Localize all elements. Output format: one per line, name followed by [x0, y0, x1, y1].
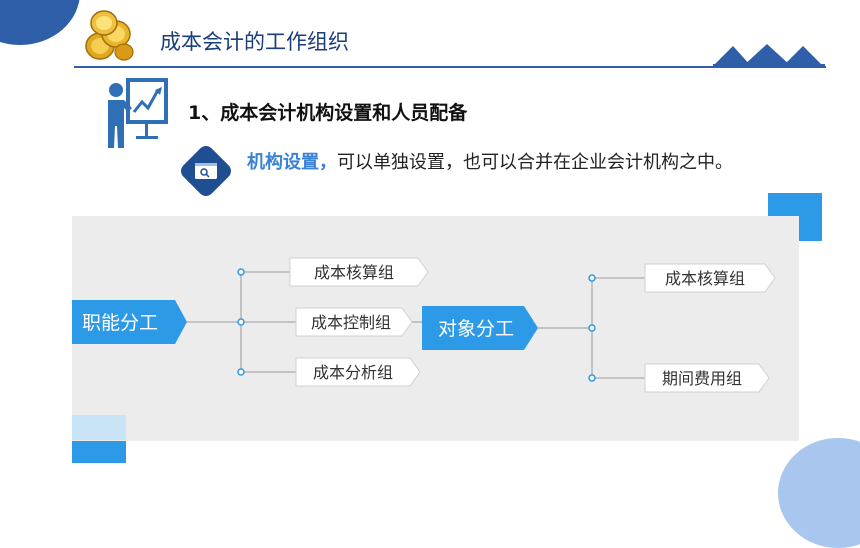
second-child-label-1: 成本核算组	[665, 269, 745, 288]
section-heading: 1、成本会计机构设置和人员配备	[188, 102, 468, 124]
child-node-label-2: 成本控制组	[311, 313, 391, 332]
child-node-label-1: 成本核算组	[314, 263, 394, 282]
child-node-label-3: 成本分析组	[313, 363, 393, 382]
description-rest: 可以单独设置，也可以合并在企业会计机构之中。	[337, 152, 733, 173]
description-highlight: 机构设置，	[247, 152, 337, 173]
gold-coins-icon	[85, 10, 134, 61]
child-node-shape-2	[295, 307, 413, 337]
second-child-shape-1	[644, 263, 776, 293]
header-divider	[74, 66, 826, 68]
description-text: 机构设置，可以单独设置，也可以合并在企业会计机构之中。	[247, 148, 733, 174]
page-title: 成本会计的工作组织	[160, 30, 349, 54]
decor-square-left-blue	[72, 441, 126, 463]
second-node-label: 对象分工	[438, 318, 514, 340]
mountain-decoration-icon	[713, 44, 825, 68]
root-node-label: 职能分工	[82, 312, 158, 334]
corner-circle-top-left	[0, 0, 80, 45]
presenter-chart-icon	[108, 78, 168, 148]
child-node-shape-3	[295, 357, 421, 387]
browser-search-icon	[181, 146, 231, 196]
diagram-dots	[237, 268, 596, 382]
diagram-connectors	[187, 271, 645, 379]
root-node-shape	[72, 300, 187, 344]
second-node-shape	[422, 306, 538, 350]
second-child-shape-2	[644, 363, 770, 393]
second-child-label-2: 期间费用组	[662, 369, 742, 388]
corner-circle-bottom-right	[778, 438, 860, 548]
decor-square-left-light	[72, 415, 126, 440]
child-node-shape-1	[289, 257, 429, 287]
org-diagram: 职能分工 成本核算组 成本控制组 成本分析组 对象分工 成本核算组 期间费用组	[72, 257, 776, 393]
